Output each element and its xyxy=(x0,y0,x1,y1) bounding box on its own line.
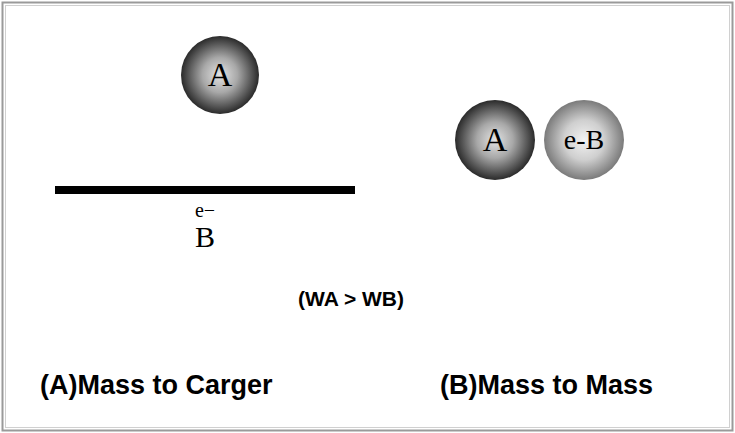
panel-caption: (B)Mass to Mass xyxy=(440,370,653,401)
bar-shape xyxy=(55,186,355,194)
circle-shape xyxy=(181,36,259,114)
node-text: e− xyxy=(195,200,215,221)
carrier-bar: e−B xyxy=(55,186,355,253)
picture-frame xyxy=(6,6,730,428)
picture-frame xyxy=(3,3,733,431)
panel-caption: (A)Mass to Carger xyxy=(40,370,273,401)
circle-shape xyxy=(455,100,535,180)
node-text: A xyxy=(208,57,233,93)
node-text: B xyxy=(195,221,215,253)
mass-circle: e-B xyxy=(544,100,624,180)
weight-relation: (WA > WB) xyxy=(298,287,404,311)
mass-circle: A xyxy=(455,100,535,180)
node-text: e-B xyxy=(564,125,604,154)
mass-circle: A xyxy=(181,36,259,114)
node-text: A xyxy=(483,122,508,158)
circle-shape xyxy=(544,100,624,180)
